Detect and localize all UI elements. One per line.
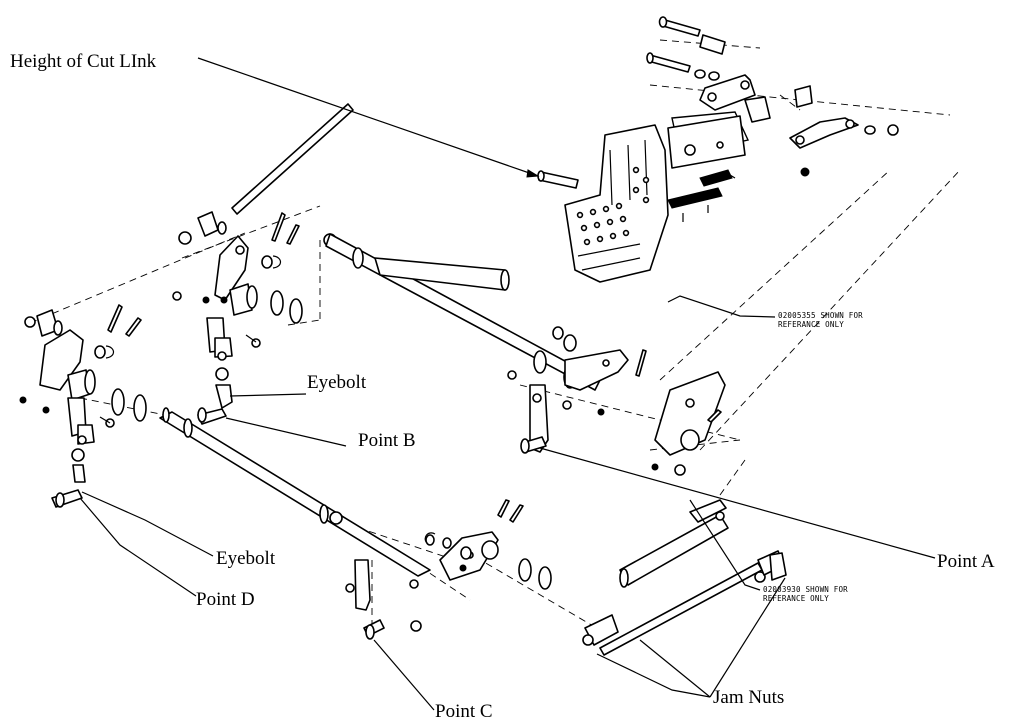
jam-nuts-label: Jam Nuts bbox=[713, 687, 785, 708]
lower-right-pivot-group bbox=[329, 499, 552, 637]
leader-lines bbox=[79, 57, 936, 711]
point-d-label: Point D bbox=[196, 589, 255, 610]
ref-note-02003930-line2: REFERANCE ONLY bbox=[763, 593, 830, 603]
plate-holes bbox=[576, 166, 650, 246]
ref-note-02005355: 02005355 SHOWN FOR REFERANCE ONLY bbox=[778, 311, 863, 329]
upper-link-parts bbox=[646, 16, 899, 177]
point-a-label: Point A bbox=[937, 551, 995, 572]
adjustment-rack bbox=[667, 169, 733, 209]
point-b-label: Point B bbox=[358, 430, 416, 451]
ref-note-02005355-line2: REFERANCE ONLY bbox=[778, 319, 845, 329]
height-of-cut-plate bbox=[564, 96, 771, 283]
hairpin-clips bbox=[55, 407, 530, 640]
eyebolt-upper-label: Eyebolt bbox=[307, 372, 367, 393]
height-of-cut-link-label: Height of Cut LInk bbox=[10, 51, 157, 72]
right-pivot-group bbox=[507, 326, 726, 476]
cross-rod bbox=[231, 103, 354, 215]
actuator bbox=[619, 499, 729, 588]
ref-note-02003930-line1: 02003930 SHOWN FOR bbox=[763, 585, 848, 594]
point-c-label: Point C bbox=[435, 701, 493, 722]
lower-left-pivot-group bbox=[19, 304, 147, 508]
upper-left-pivot-group bbox=[172, 211, 303, 425]
tie-rod bbox=[582, 550, 787, 656]
ref-note-02005355-line1: 02005355 SHOWN FOR bbox=[778, 311, 863, 320]
upper-tube bbox=[323, 233, 601, 391]
height-of-cut-link-pin bbox=[537, 170, 579, 189]
ref-note-02003930: 02003930 SHOWN FOR REFERANCE ONLY bbox=[763, 585, 848, 603]
eyebolt-lower-label: Eyebolt bbox=[216, 548, 276, 569]
